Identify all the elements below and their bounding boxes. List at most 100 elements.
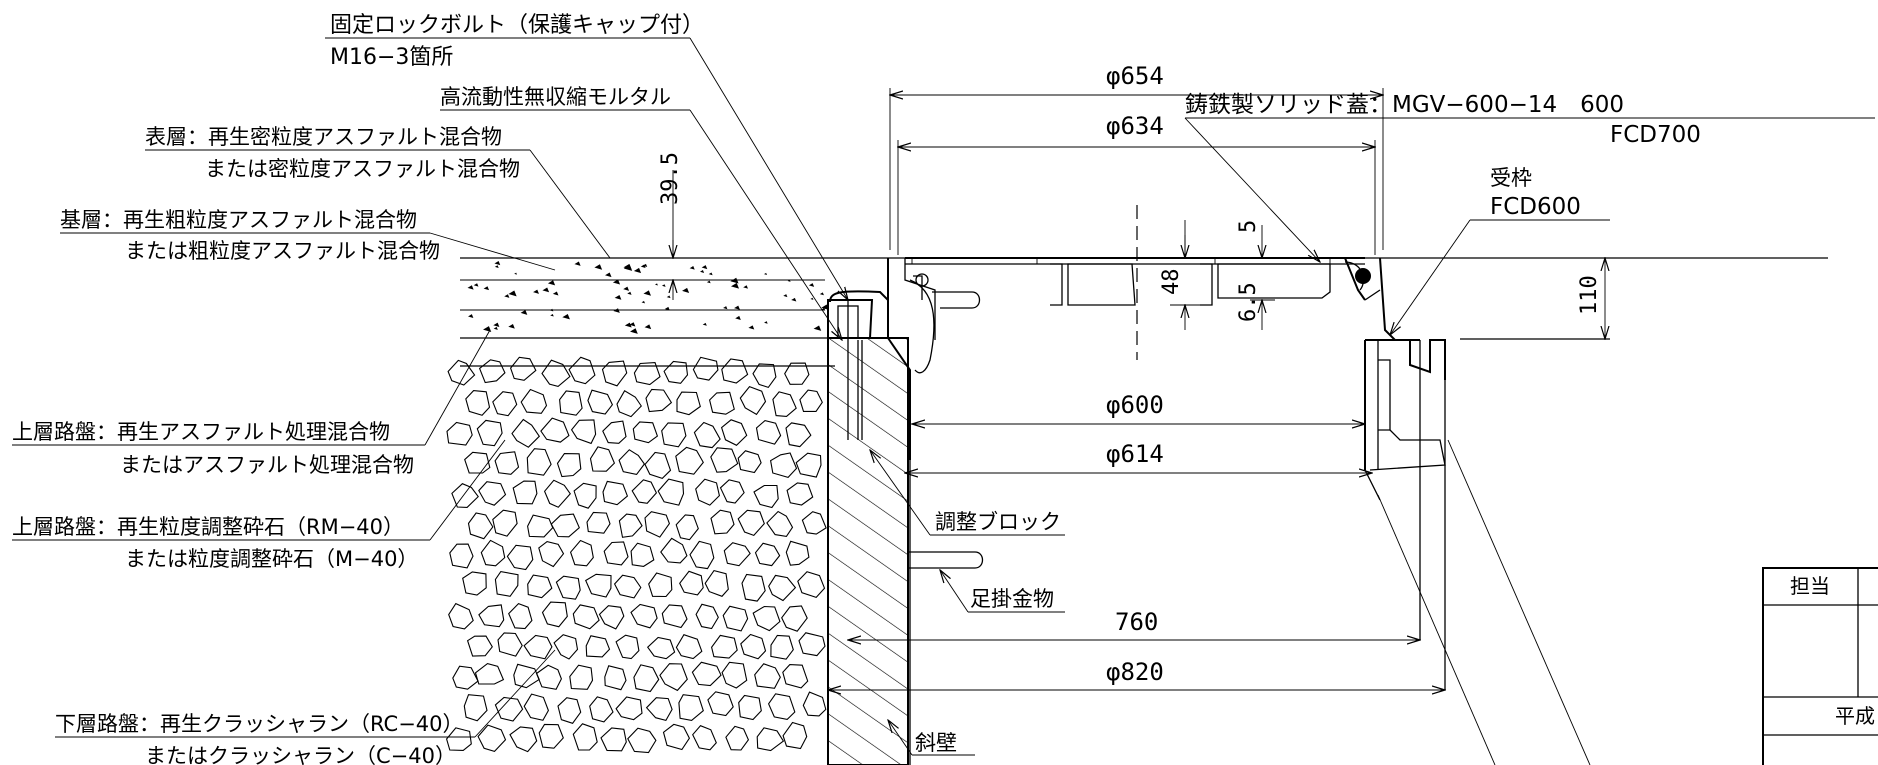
aggregate-speck bbox=[467, 285, 474, 290]
aggregate-speck bbox=[810, 297, 814, 300]
aggregate-speck bbox=[562, 313, 570, 320]
stone bbox=[569, 664, 594, 690]
aggregate-speck bbox=[547, 280, 556, 286]
aggregate-speck bbox=[483, 326, 492, 332]
stone bbox=[573, 482, 597, 509]
stone bbox=[795, 452, 822, 478]
stone bbox=[675, 514, 699, 541]
aggregate-speck bbox=[504, 294, 510, 298]
stone bbox=[526, 448, 552, 476]
stone bbox=[785, 540, 810, 566]
stone bbox=[675, 634, 703, 660]
aggregate-speck bbox=[508, 323, 515, 329]
stone bbox=[766, 510, 794, 537]
dim-phi600: φ600 bbox=[1106, 391, 1164, 419]
aggregate-speck bbox=[791, 297, 797, 302]
title-block-person: 担当 bbox=[1790, 574, 1830, 598]
stone bbox=[462, 571, 487, 596]
stone bbox=[512, 480, 538, 505]
stone bbox=[721, 358, 749, 384]
stone bbox=[630, 542, 655, 567]
dim-phi820: φ820 bbox=[1106, 658, 1164, 686]
stone bbox=[725, 725, 750, 751]
stone bbox=[661, 422, 687, 448]
aggregate-speck bbox=[633, 267, 642, 274]
aggregate-speck bbox=[730, 277, 739, 284]
stone bbox=[799, 389, 823, 412]
stone bbox=[708, 391, 735, 415]
aggregate-speck bbox=[473, 283, 479, 287]
stone bbox=[511, 418, 541, 448]
cover-plate bbox=[905, 257, 1371, 306]
label-upper-subbase-2-alt: または粒度調整砕石（M−40） bbox=[125, 547, 418, 571]
aggregate-speck bbox=[542, 287, 550, 293]
stone bbox=[527, 574, 553, 599]
stone bbox=[627, 727, 657, 754]
stone bbox=[540, 417, 570, 443]
pavement-layers bbox=[460, 257, 1828, 367]
stone bbox=[802, 691, 827, 717]
aggregate-speck bbox=[708, 272, 713, 276]
label-mortar: 高流動性無収縮モルタル bbox=[440, 85, 671, 109]
stone bbox=[659, 663, 688, 692]
aggregate-speck bbox=[552, 291, 559, 296]
stone bbox=[633, 362, 661, 386]
stone bbox=[630, 603, 658, 629]
stone bbox=[756, 727, 785, 752]
aggregate-speck bbox=[689, 266, 695, 270]
stone bbox=[679, 570, 704, 596]
stone bbox=[753, 484, 779, 509]
aggregate-speck bbox=[763, 272, 768, 276]
aggregate-speck bbox=[640, 264, 646, 268]
label-bolt-sub: M16−3箇所 bbox=[330, 45, 453, 70]
aggregate-speck bbox=[682, 287, 690, 293]
slope-wall-section bbox=[827, 337, 909, 765]
aggregate-speck bbox=[702, 322, 707, 326]
stone bbox=[494, 451, 520, 475]
stone bbox=[632, 421, 659, 444]
aggregate-speck bbox=[723, 306, 728, 310]
aggregate-speck bbox=[813, 325, 822, 331]
stone bbox=[572, 723, 598, 751]
stone bbox=[474, 662, 505, 685]
aggregate-speck bbox=[730, 282, 739, 289]
label-cover-material: FCD700 bbox=[1610, 122, 1701, 148]
stone bbox=[523, 634, 553, 660]
aggregate-speck bbox=[605, 272, 612, 278]
label-step-iron: 足掛金物 bbox=[970, 587, 1054, 611]
stone bbox=[704, 569, 729, 597]
aggregate-speck bbox=[533, 289, 539, 294]
aggregate-speck bbox=[629, 322, 636, 327]
stone bbox=[737, 450, 762, 474]
aggregate-speck bbox=[821, 307, 826, 311]
stone bbox=[466, 635, 493, 657]
stone bbox=[464, 451, 491, 474]
stone bbox=[509, 356, 537, 381]
dim-39-5: 39.5 bbox=[658, 152, 683, 205]
aggregate-speck bbox=[735, 315, 741, 320]
label-frame: 受枠 bbox=[1490, 166, 1532, 190]
stone bbox=[769, 452, 798, 479]
stone bbox=[452, 665, 479, 690]
stone bbox=[506, 544, 534, 571]
stone bbox=[645, 388, 673, 413]
label-surface: 表層：再生密粒度アスファルト混合物 bbox=[145, 125, 502, 149]
stone bbox=[586, 511, 611, 534]
label-adjust-block: 調整ブロック bbox=[935, 510, 1061, 534]
stone bbox=[633, 664, 660, 693]
frame-left bbox=[827, 258, 981, 460]
aggregate-speck bbox=[664, 306, 670, 311]
label-base-alt: または粗粒度アスファルト混合物 bbox=[125, 239, 440, 263]
aggregate-speck bbox=[494, 265, 499, 269]
aggregate-speck bbox=[666, 295, 671, 299]
aggregate-speck bbox=[493, 326, 498, 330]
stone bbox=[720, 419, 748, 446]
stone bbox=[739, 385, 767, 416]
stone bbox=[445, 727, 472, 751]
stone bbox=[559, 390, 583, 416]
aggregate-speck bbox=[483, 286, 490, 291]
stone bbox=[615, 634, 640, 660]
aggregate-speck bbox=[612, 279, 621, 285]
stone bbox=[541, 601, 568, 628]
stone bbox=[721, 661, 748, 689]
